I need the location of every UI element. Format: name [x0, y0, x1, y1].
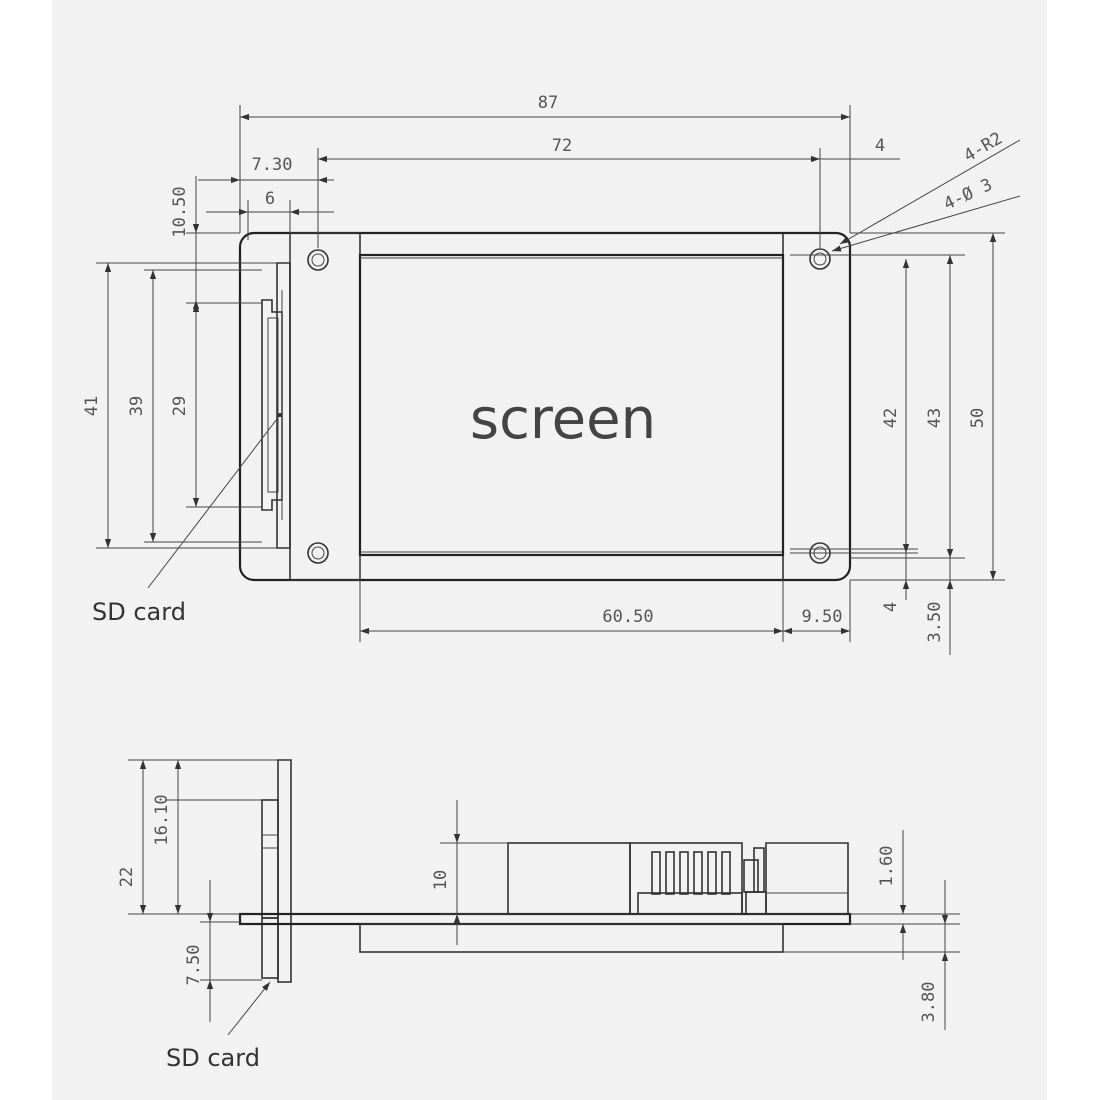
dim-10-50: 10.50 [170, 186, 190, 237]
pin-header [629, 842, 743, 915]
dim-41: 41 [82, 396, 102, 416]
dim-50: 50 [968, 408, 988, 428]
dim-4-top: 4 [875, 136, 885, 156]
dim-3-80: 3.80 [919, 982, 939, 1023]
dim-1-60: 1.60 [877, 846, 897, 887]
screen-label: screen [470, 387, 656, 452]
dim-43: 43 [925, 408, 945, 428]
mounting-hole [809, 248, 831, 270]
sd-card-module [261, 799, 279, 979]
pcb-board [238, 912, 852, 926]
dim-60-50: 60.50 [602, 607, 653, 627]
dim-22: 22 [117, 867, 137, 887]
dim-87: 87 [538, 93, 558, 113]
dim-29: 29 [170, 396, 190, 416]
dim-10: 10 [431, 870, 451, 890]
left-frame [289, 232, 361, 581]
sd-card-label-side: SD card [166, 1044, 260, 1072]
dim-7-30: 7.30 [252, 155, 293, 175]
side-view: 22 16.10 7.50 10 1.60 3.80 SD card [117, 759, 960, 1072]
front-plate [277, 759, 292, 983]
sd-card-slot [261, 262, 291, 549]
dim-16-10: 16.10 [152, 794, 172, 845]
mounting-hole [307, 542, 329, 564]
side-screen [359, 923, 784, 953]
component-block [507, 842, 631, 915]
callout-radius: 4-R2 [961, 129, 1006, 167]
dim-4-bottom: 4 [881, 602, 901, 612]
dim-6: 6 [265, 189, 275, 209]
dim-3-50: 3.50 [925, 602, 945, 643]
mounting-hole [307, 249, 329, 271]
dim-9-50: 9.50 [802, 607, 843, 627]
dim-7-50: 7.50 [184, 945, 204, 986]
board-outline [238, 231, 852, 582]
connector [743, 847, 767, 915]
top-view: screen SD card 87 72 4 7.30 6 [82, 93, 1021, 655]
dim-42: 42 [881, 408, 901, 428]
drawing-sheet [52, 0, 1047, 1100]
sd-card-label-top: SD card [92, 598, 186, 626]
screen-area [358, 253, 785, 557]
dim-72: 72 [552, 136, 572, 156]
dim-39: 39 [127, 396, 147, 416]
right-component [765, 842, 849, 915]
